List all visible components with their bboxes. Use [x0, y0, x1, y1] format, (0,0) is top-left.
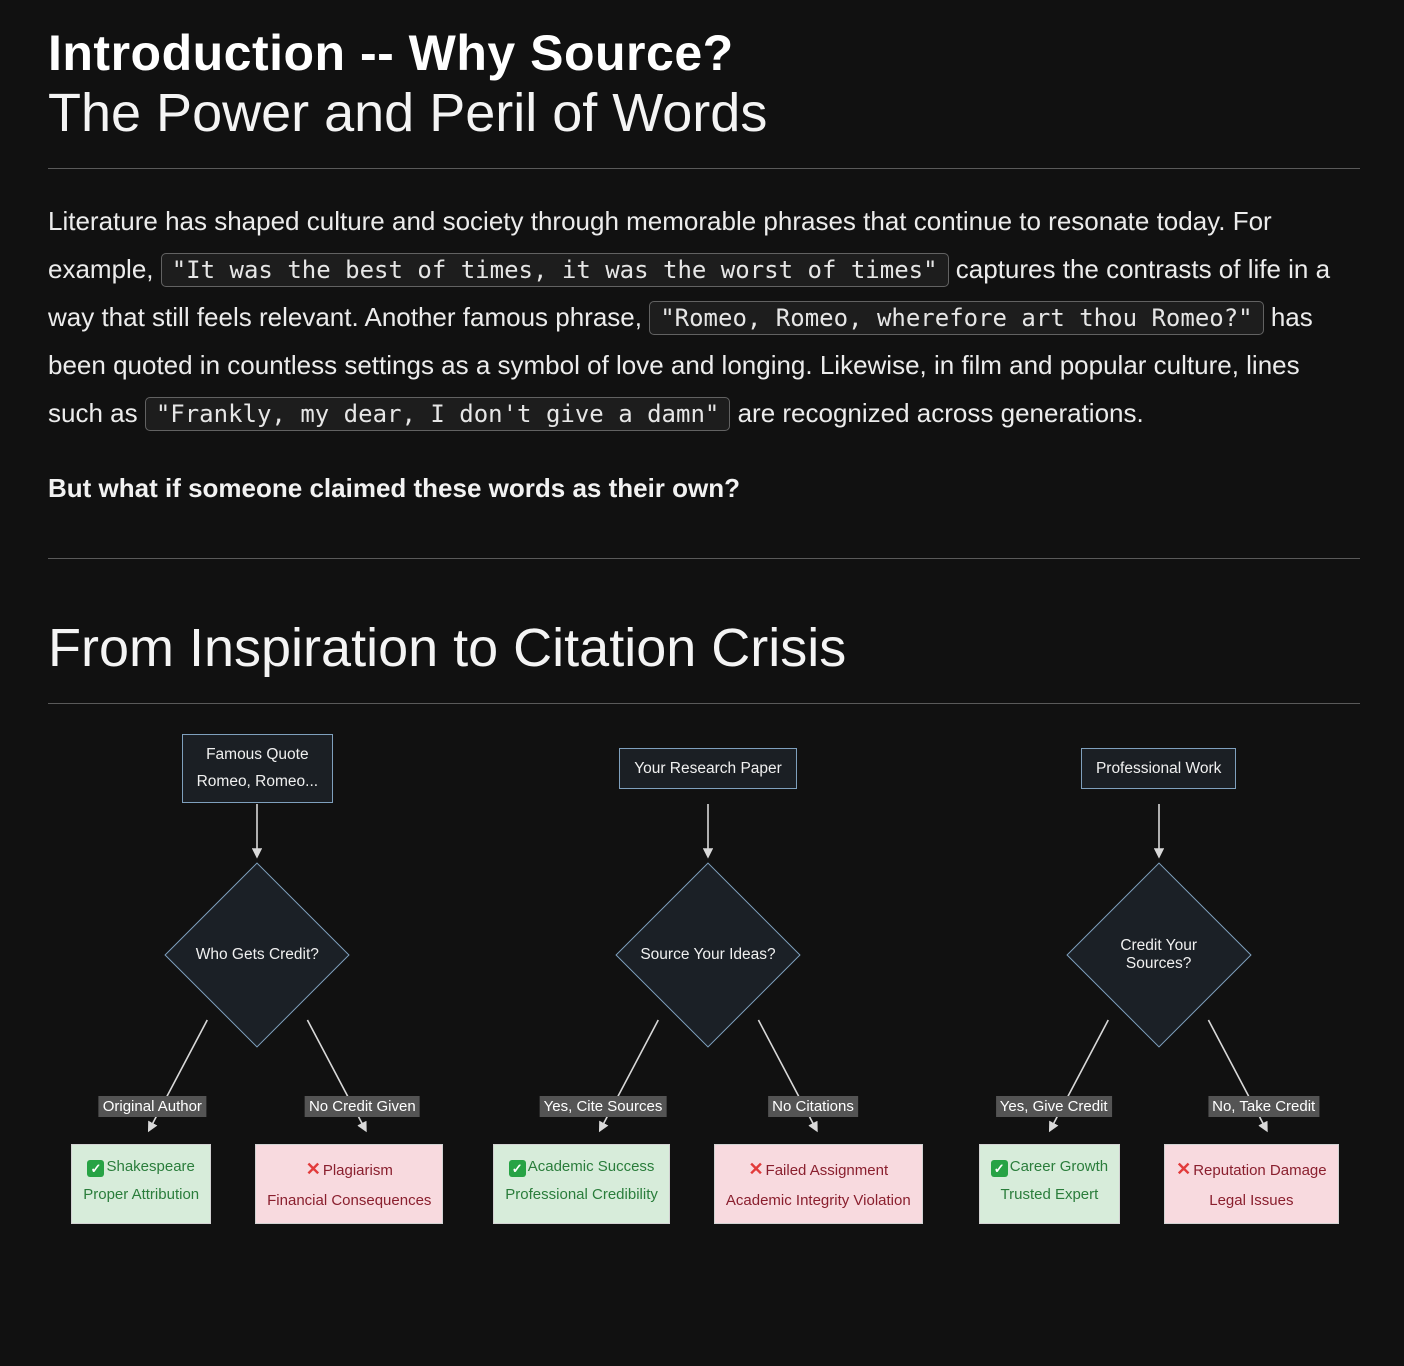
- outcome-title: Career Growth: [1009, 1158, 1109, 1176]
- bold-question: But what if someone claimed these words …: [48, 473, 741, 504]
- paragraph-text: are recognized across generations.: [730, 398, 1144, 429]
- outcome-success-shakespeare: ✓Shakespeare Proper Attribution: [71, 1144, 212, 1224]
- source-node-line2: Romeo, Romeo...: [196, 773, 319, 791]
- outcome-failure-failed-assignment: ✕Failed Assignment Academic Integrity Vi…: [713, 1144, 923, 1224]
- decision-label: Who Gets Credit?: [195, 946, 319, 964]
- section-divider: [48, 558, 1360, 560]
- outcome-title: Academic Success: [527, 1158, 655, 1176]
- outcome-success-career-growth: ✓Career Growth Trusted Expert: [978, 1144, 1121, 1224]
- paragraph-text: has been quoted in countless settings as…: [48, 302, 1313, 429]
- decision-label: Source Your Ideas?: [640, 946, 776, 964]
- branch-arrows: [598, 1020, 818, 1133]
- outcome-subtitle: Legal Issues: [1209, 1191, 1294, 1209]
- branch-arrows: [1049, 1020, 1269, 1133]
- quote-code-romeo: "Romeo, Romeo, wherefore art thou Romeo?…: [649, 301, 1264, 336]
- section-heading-citation-crisis: From Inspiration to Citation Crisis: [48, 618, 847, 679]
- source-node-line1: Famous Quote: [206, 746, 309, 764]
- source-node-professional-work: Professional Work: [1080, 747, 1237, 790]
- check-icon: ✓: [87, 1160, 105, 1178]
- branch-connectors: Original Author No Credit Given: [32, 1014, 483, 1142]
- intro-paragraph: Literature has shaped culture and societ…: [48, 197, 1360, 437]
- flow-column-research-paper: Your Research Paper Source Your Ideas? Y…: [483, 732, 934, 1224]
- decision-node-source-your-ideas: Source Your Ideas?: [608, 862, 808, 1049]
- outcome-row: ✓Shakespeare Proper Attribution ✕Plagiar…: [71, 1144, 444, 1224]
- arrow-down-connector: [252, 804, 263, 860]
- cross-icon: ✕: [1176, 1159, 1192, 1180]
- outcome-title: Plagiarism: [322, 1162, 393, 1180]
- edge-label-right: No Citations: [768, 1096, 858, 1118]
- section-heading-power-and-peril: The Power and Peril of Words: [48, 83, 768, 143]
- paragraph-text: captures the contrasts of life in a way …: [48, 254, 1331, 333]
- edge-label-left: Yes, Cite Sources: [539, 1096, 667, 1118]
- notebook-page: Introduction -- Why Source? The Power an…: [32, 25, 1384, 1224]
- outcome-title-line: ✓Shakespeare: [83, 1153, 199, 1181]
- check-icon: ✓: [508, 1160, 526, 1178]
- source-slot: Professional Work: [1080, 732, 1237, 804]
- outcome-title-line: ✕Plagiarism: [267, 1153, 431, 1186]
- outcome-title-line: ✕Reputation Damage: [1176, 1153, 1327, 1186]
- source-slot: Your Research Paper: [619, 732, 797, 804]
- paragraph-text: Literature has shaped culture and societ…: [48, 206, 1272, 285]
- branch-connectors: Yes, Cite Sources No Citations: [483, 1014, 934, 1142]
- decision-node-credit-your-sources: Credit Your Sources?: [1059, 862, 1259, 1049]
- source-node-famous-quote: Famous Quote Romeo, Romeo...: [181, 734, 334, 803]
- outcome-row: ✓Career Growth Trusted Expert ✕Reputatio…: [978, 1144, 1339, 1224]
- cross-icon: ✕: [305, 1159, 321, 1180]
- check-icon: ✓: [990, 1160, 1008, 1178]
- outcome-subtitle: Proper Attribution: [83, 1186, 200, 1204]
- source-node-line1: Professional Work: [1095, 759, 1222, 777]
- outcome-title-line: ✓Career Growth: [990, 1153, 1109, 1181]
- outcome-title: Shakespeare: [106, 1158, 195, 1176]
- outcome-subtitle: Trusted Expert: [1000, 1186, 1099, 1204]
- cross-icon: ✕: [748, 1159, 764, 1180]
- branch-arrows: [147, 1020, 367, 1133]
- arrow-down-connector: [702, 804, 714, 860]
- source-node-research-paper: Your Research Paper: [619, 747, 797, 790]
- edge-label-left: Yes, Give Credit: [995, 1096, 1112, 1118]
- quote-code-frankly-my-dear: "Frankly, my dear, I don't give a damn": [144, 397, 731, 432]
- outcome-subtitle: Professional Credibility: [505, 1186, 658, 1204]
- outcome-failure-reputation-damage: ✕Reputation Damage Legal Issues: [1164, 1144, 1339, 1224]
- branch-connectors: Yes, Give Credit No, Take Credit: [933, 1014, 1384, 1142]
- outcome-title: Reputation Damage: [1193, 1162, 1327, 1180]
- edge-label-left: Original Author: [98, 1096, 206, 1118]
- page-title: Introduction -- Why Source?: [48, 25, 734, 81]
- outcome-success-academic: ✓Academic Success Professional Credibili…: [493, 1144, 670, 1224]
- flow-column-professional-work: Professional Work Credit Your Sources? Y…: [933, 732, 1384, 1224]
- outcome-subtitle: Financial Consequences: [267, 1191, 432, 1209]
- decision-node-who-gets-credit: Who Gets Credit?: [157, 862, 357, 1049]
- outcome-subtitle: Academic Integrity Violation: [725, 1191, 911, 1209]
- outcome-title-line: ✓Academic Success: [505, 1153, 658, 1181]
- section-divider: [48, 168, 1360, 169]
- section-divider: [48, 703, 1360, 705]
- source-slot: Famous Quote Romeo, Romeo...: [181, 732, 334, 804]
- outcome-title-line: ✕Failed Assignment: [726, 1153, 911, 1186]
- outcome-failure-plagiarism: ✕Plagiarism Financial Consequences: [255, 1144, 444, 1224]
- quote-code-best-of-times: "It was the best of times, it was the wo…: [160, 253, 949, 288]
- arrow-down-connector: [1153, 804, 1164, 860]
- source-node-line1: Your Research Paper: [634, 759, 782, 777]
- edge-label-right: No, Take Credit: [1208, 1096, 1320, 1118]
- outcome-title: Failed Assignment: [765, 1162, 889, 1180]
- edge-label-right: No Credit Given: [304, 1096, 420, 1118]
- flow-column-famous-quote: Famous Quote Romeo, Romeo... Who Gets Cr…: [32, 732, 483, 1224]
- citation-flowchart: Famous Quote Romeo, Romeo... Who Gets Cr…: [32, 732, 1384, 1224]
- decision-label: Credit Your Sources?: [1120, 937, 1198, 973]
- outcome-row: ✓Academic Success Professional Credibili…: [493, 1144, 923, 1224]
